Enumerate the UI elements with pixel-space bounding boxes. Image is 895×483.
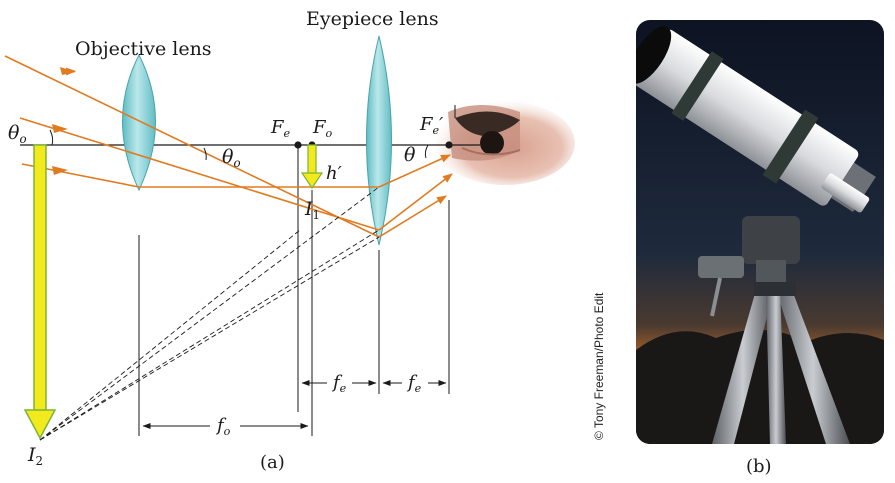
eye-illustration xyxy=(435,101,575,185)
image-arrow-I2 xyxy=(23,144,57,440)
reference-lines xyxy=(138,105,456,436)
theta-o-label-mid: θo xyxy=(222,146,241,171)
photo-credit: © Tony Freeman/Photo Edit xyxy=(592,292,606,440)
incoming-ray-top xyxy=(4,55,380,238)
Fe-prime-label: Fe′ xyxy=(420,114,444,137)
incoming-ray-middle xyxy=(19,117,380,231)
eyepiece-lens-label: Eyepiece lens xyxy=(306,8,439,30)
I1-label: I1 xyxy=(305,198,321,223)
focal-point-Fe-prime xyxy=(445,141,453,149)
telescope-ray-diagram xyxy=(4,35,575,441)
h-prime-label: h′ xyxy=(326,163,342,184)
ray-arrowheads xyxy=(52,67,76,175)
virtual-rays xyxy=(39,186,380,441)
caption-a: (a) xyxy=(260,452,285,473)
theta-label: θ xyxy=(404,144,416,166)
incoming-rays xyxy=(4,55,380,238)
caption-b: (b) xyxy=(746,456,772,477)
fe-dimension-label-left: fe xyxy=(333,372,347,395)
emerging-rays xyxy=(378,154,453,238)
telescope-photo xyxy=(636,20,884,444)
objective-lens-label: Objective lens xyxy=(75,38,212,60)
fo-dimension-label: fo xyxy=(217,415,231,438)
Fe-label: Fe xyxy=(271,117,291,140)
I2-label: I2 xyxy=(28,444,44,469)
angle-marks xyxy=(49,129,429,161)
fe-dimension-label-right: fe xyxy=(408,372,422,395)
objective-lens xyxy=(122,53,156,192)
image-arrow-I1 xyxy=(300,144,324,190)
Fo-label: Fo xyxy=(313,117,333,140)
theta-o-label-left: θo xyxy=(8,122,27,147)
focal-point-Fe xyxy=(294,141,302,149)
eyepiece-lens xyxy=(366,35,392,246)
telescope-illustration xyxy=(636,20,884,444)
